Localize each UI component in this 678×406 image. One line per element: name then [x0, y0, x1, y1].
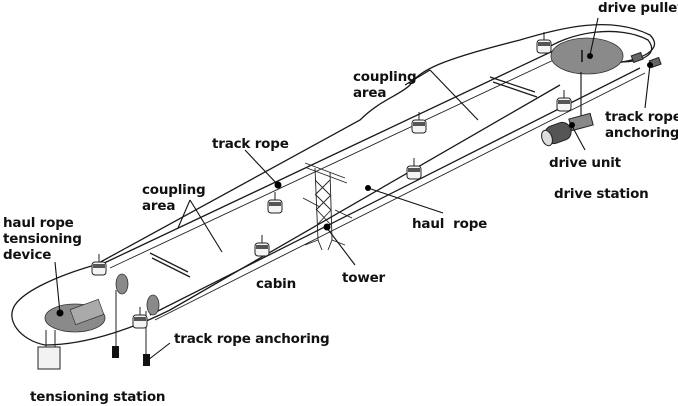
label-coupling-area-left: coupling area — [142, 182, 206, 214]
coupling-crossbar-top — [489, 76, 536, 93]
cabin-icon — [132, 307, 148, 329]
track-rope-upper — [99, 49, 556, 266]
label-drive-unit: drive unit — [549, 155, 621, 171]
drive-unit-icon — [541, 112, 594, 147]
label-track-rope-anchoring-right: track rope anchoring — [605, 109, 678, 141]
cabin-icon — [91, 254, 107, 276]
station-loop-left — [44, 84, 561, 346]
cabins — [91, 32, 572, 329]
label-coupling-area-top: coupling area — [353, 69, 417, 101]
cabin-icon — [411, 112, 427, 134]
anchor-pulley-2 — [146, 294, 160, 316]
tension-weight-icon — [37, 346, 61, 370]
tower-icon — [302, 162, 353, 251]
coupling-crossbar-bottom — [149, 252, 189, 273]
label-cabin: cabin — [256, 276, 297, 292]
cabin-icon — [406, 158, 422, 180]
label-haul-rope: haul rope — [412, 216, 488, 232]
label-drive-station: drive station — [554, 186, 649, 202]
coupling-crossbar-top2 — [492, 81, 538, 98]
cabin-icon — [254, 235, 270, 257]
cabin-icon — [267, 192, 283, 214]
anchor-block-1 — [630, 51, 644, 64]
label-drive-pulley: drive pulley — [598, 0, 678, 16]
cabin-icon — [536, 32, 552, 54]
anchor-weight-2 — [143, 354, 150, 366]
haul-rope-outer-loop — [11, 24, 656, 346]
anchor-weight-1 — [112, 346, 119, 358]
cabin-icon — [556, 90, 572, 112]
coupling-crossbar-bottom2 — [151, 257, 191, 278]
haul-rope-lower — [154, 72, 646, 321]
label-tensioning-station: tensioning station — [30, 389, 166, 405]
label-haul-rope-tensioning-device: haul rope tensioning device — [3, 215, 82, 263]
label-track-rope: track rope — [212, 136, 289, 152]
label-tower: tower — [342, 270, 386, 286]
anchor-pulley-1 — [115, 273, 129, 295]
label-track-rope-anchoring-bottom: track rope anchoring — [174, 331, 330, 347]
haul-rope-upper — [109, 56, 561, 269]
